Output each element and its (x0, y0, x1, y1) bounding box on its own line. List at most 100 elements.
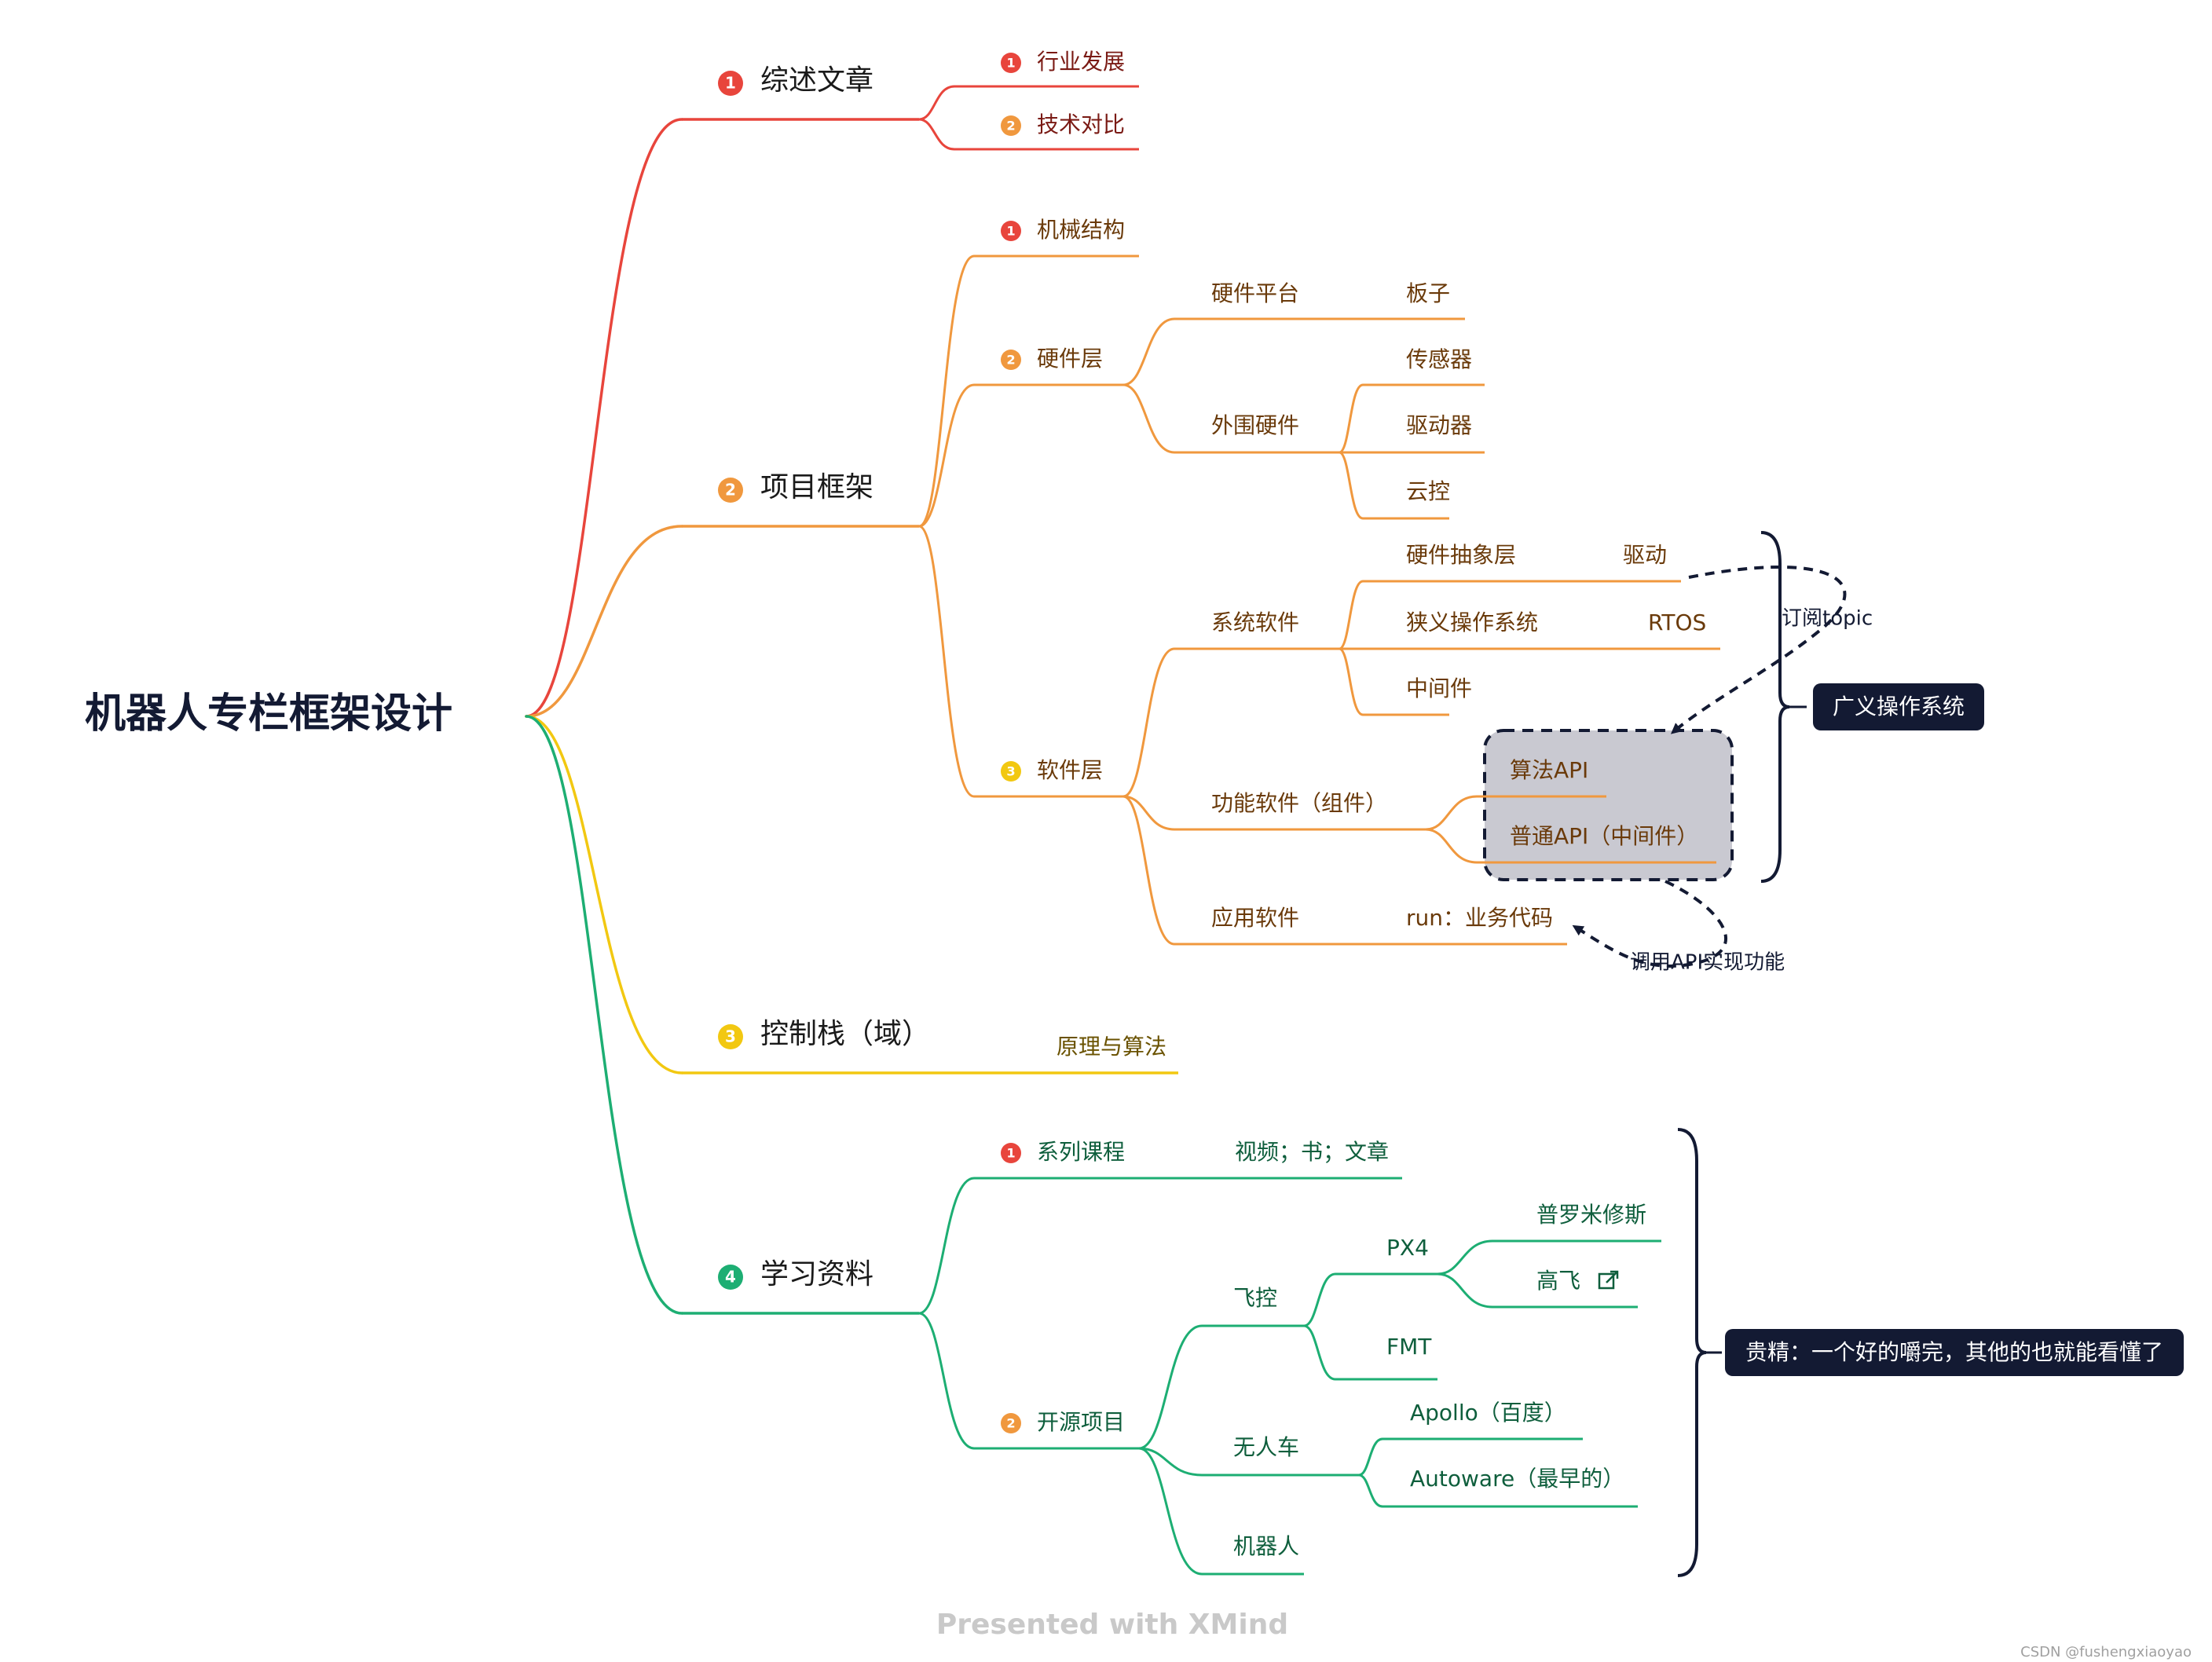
main-topic-2-number-badge-digit: 2 (725, 481, 736, 500)
topic-branches-1-children-1-children-1-children-1[interactable]: 驱动器 (1406, 412, 1472, 438)
topic-branches-1-children-1-children-1-children-2[interactable]: 云控 (1406, 478, 1450, 504)
topic-branches-2-children-0[interactable]: 原理与算法 (1057, 1034, 1166, 1060)
topic-branches-3-children-1-children-1-children-0-connector (1357, 1437, 1384, 1477)
topic-branches-3-children-1-children-1[interactable]: 无人车 (1233, 1434, 1299, 1460)
main-topic-4-connector (525, 715, 683, 1315)
topic-branches-0-children-1-number-badge-digit: 2 (1006, 119, 1015, 134)
main-topic-3-number-badge: 3 (718, 1024, 743, 1049)
topic-branches-1-children-0-number-badge-digit: 1 (1006, 224, 1015, 239)
relationship-call-api-label[interactable]: 调用API实现功能 (1630, 951, 1785, 975)
topic-branches-1-children-1-children-1-connector (1122, 383, 1176, 454)
topic-branches-0-children-0-number-badge-circle (1001, 53, 1021, 73)
topic-branches-3-children-1-connector (917, 1312, 976, 1450)
topic-branches-1-children-0-number-badge: 1 (1001, 221, 1021, 241)
main-topic-4[interactable]: 学习资料 (760, 1258, 873, 1290)
topic-branches-1-children-1-children-1-children-0[interactable]: 传感器 (1406, 346, 1472, 372)
topic-branches-3-children-0-number-badge: 1 (1001, 1143, 1021, 1163)
topic-branches-3-children-1-children-0-children-0-children-0[interactable]: 普罗米修斯 (1536, 1202, 1646, 1228)
topic-branches-1-children-2-number-badge-digit: 3 (1006, 764, 1015, 779)
summary-study[interactable]: 贵精：一个好的嚼完，其他的也就能看懂了 (1745, 1339, 2163, 1365)
main-topic-2-connector (525, 525, 683, 718)
main-topic-1-number-badge-circle (718, 71, 743, 96)
topic-branches-0-children-1-number-badge: 2 (1001, 115, 1021, 136)
topic-branches-3-children-1-number-badge: 2 (1001, 1413, 1021, 1433)
topic-branches-3-children-0[interactable]: 系列课程 (1037, 1139, 1125, 1165)
topic-branches-1-children-2-children-0-children-0-children-0[interactable]: 驱动 (1623, 542, 1667, 568)
topic-branches-1-children-2-children-1-connector (1122, 795, 1176, 831)
main-topic-4-number-badge-circle (718, 1265, 743, 1290)
summary-study-box[interactable] (1725, 1329, 2184, 1376)
main-topic-3-number-badge-digit: 3 (725, 1027, 736, 1046)
topic-branches-3-children-0-children-0[interactable]: 视频；书；文章 (1235, 1139, 1389, 1165)
topic-branches-1-children-2-number-badge-circle (1001, 761, 1021, 782)
topic-branches-1-children-1-children-0[interactable]: 硬件平台 (1211, 280, 1299, 306)
topic-branches-3-children-1-children-0-children-0-children-0-connector (1436, 1239, 1494, 1276)
topic-branches-3-children-1-children-1-children-0[interactable]: Apollo（百度） (1410, 1400, 1566, 1426)
main-topic-3[interactable]: 控制栈（域） (760, 1018, 930, 1050)
topic-branches-3-children-1-children-0-children-0[interactable]: PX4 (1386, 1235, 1429, 1261)
summary-brace-os (1760, 531, 1790, 883)
topic-branches-3-children-1-children-0[interactable]: 飞控 (1233, 1285, 1277, 1311)
topic-branches-1-children-2[interactable]: 软件层 (1037, 757, 1103, 783)
topic-branches-1-children-1[interactable]: 硬件层 (1037, 346, 1103, 372)
topic-branches-1-children-0-number-badge-circle (1001, 221, 1021, 241)
main-topic-1-number-badge-digit: 1 (725, 74, 736, 93)
main-topic-1-number-badge: 1 (718, 71, 743, 96)
topic-branches-3-children-1-children-0-children-0-children-1-connector (1436, 1272, 1494, 1309)
relationship-call-api-arrow[interactable] (1572, 880, 1727, 968)
topic-branches-1-children-1-children-1-children-0-connector (1338, 383, 1364, 454)
main-topic-2-number-badge-circle (718, 478, 743, 503)
external-link-icon-box (1598, 1272, 1615, 1290)
summary-os[interactable]: 广义操作系统 (1833, 694, 1965, 719)
topic-branches-3-children-1-children-2[interactable]: 机器人 (1233, 1533, 1299, 1559)
main-topic-1[interactable]: 综述文章 (760, 64, 873, 97)
root-topic[interactable]: 机器人专栏框架设计 (85, 690, 452, 738)
topic-branches-3-children-1-children-0-children-0-children-1[interactable]: 高飞 (1536, 1268, 1580, 1294)
topic-branches-3-children-1-children-0-children-1[interactable]: FMT (1386, 1334, 1432, 1360)
topic-branches-1-children-2-children-1-children-1[interactable]: 普通API（中间件） (1510, 823, 1698, 849)
topic-branches-1-children-2-children-2-connector (1122, 795, 1176, 946)
topic-branches-1-children-2-children-2[interactable]: 应用软件 (1211, 905, 1299, 931)
topic-branches-1-children-2-children-1[interactable]: 功能软件（组件） (1211, 790, 1387, 816)
topic-branches-1-children-2-children-0-children-0[interactable]: 硬件抽象层 (1406, 542, 1516, 568)
topic-branches-3-children-1-children-1-children-1[interactable]: Autoware（最早的） (1410, 1466, 1624, 1492)
main-topic-2[interactable]: 项目框架 (760, 471, 873, 503)
topic-branches-1-children-2-children-1-children-0[interactable]: 算法API (1510, 757, 1588, 783)
topic-branches-1-children-2-children-0[interactable]: 系统软件 (1211, 610, 1299, 635)
topic-branches-1-children-2-children-1-children-0-connector (1424, 795, 1478, 831)
topic-branches-1-children-1-number-badge: 2 (1001, 350, 1021, 370)
relationship-subscribe-arrow[interactable] (1670, 565, 1847, 734)
topic-branches-1-children-2-children-2-children-0[interactable]: run：业务代码 (1406, 905, 1553, 931)
topic-branches-0-children-0-number-badge: 1 (1001, 53, 1021, 73)
topic-branches-0-children-1[interactable]: 技术对比 (1037, 112, 1125, 137)
topic-branches-0-children-0[interactable]: 行业发展 (1037, 49, 1125, 75)
topic-branches-1-children-1-connector (917, 383, 976, 528)
api-boundary[interactable] (1483, 729, 1734, 881)
topic-branches-1-children-2-children-0-children-2-connector (1338, 647, 1364, 716)
topic-branches-3-children-1[interactable]: 开源项目 (1037, 1409, 1125, 1435)
relationship-subscribe-label[interactable]: 订阅topic (1782, 607, 1873, 631)
topic-branches-3-children-1-children-2-connector (1137, 1447, 1203, 1576)
main-topic-3-number-badge-circle (718, 1024, 743, 1049)
topic-branches-1-children-2-children-0-children-1[interactable]: 狭义操作系统 (1406, 610, 1538, 635)
summary-os-box[interactable] (1813, 683, 1984, 730)
topic-branches-3-children-0-number-badge-digit: 1 (1006, 1146, 1015, 1161)
topic-branches-3-children-1-children-0-connector (1137, 1324, 1203, 1450)
topic-branches-3-children-1-children-0-children-0-connector (1302, 1272, 1337, 1327)
topic-branches-1-children-2-children-0-children-2[interactable]: 中间件 (1406, 675, 1472, 701)
topic-branches-0-children-0-connector (917, 85, 956, 121)
topic-branches-3-children-1-children-1-children-1-connector (1357, 1473, 1384, 1508)
topic-branches-1-children-0-connector (917, 254, 976, 528)
topic-branches-1-children-2-children-0-children-1-children-0[interactable]: RTOS (1648, 610, 1706, 635)
topic-branches-3-children-0-number-badge-circle (1001, 1143, 1021, 1163)
topic-branches-3-children-1-number-badge-digit: 2 (1006, 1416, 1015, 1431)
topic-branches-1-children-0[interactable]: 机械结构 (1037, 217, 1125, 243)
topic-branches-1-children-1-children-1[interactable]: 外围硬件 (1211, 412, 1299, 438)
external-link-icon[interactable] (1598, 1270, 1619, 1290)
topic-branches-1-children-2-number-badge: 3 (1001, 761, 1021, 782)
topic-branches-1-children-1-children-0-children-0[interactable]: 板子 (1406, 280, 1450, 306)
topic-branches-1-children-1-number-badge-digit: 2 (1006, 353, 1015, 368)
topic-branches-0-children-1-connector (917, 118, 956, 151)
topic-branches-1-children-2-children-0-connector (1122, 647, 1176, 798)
